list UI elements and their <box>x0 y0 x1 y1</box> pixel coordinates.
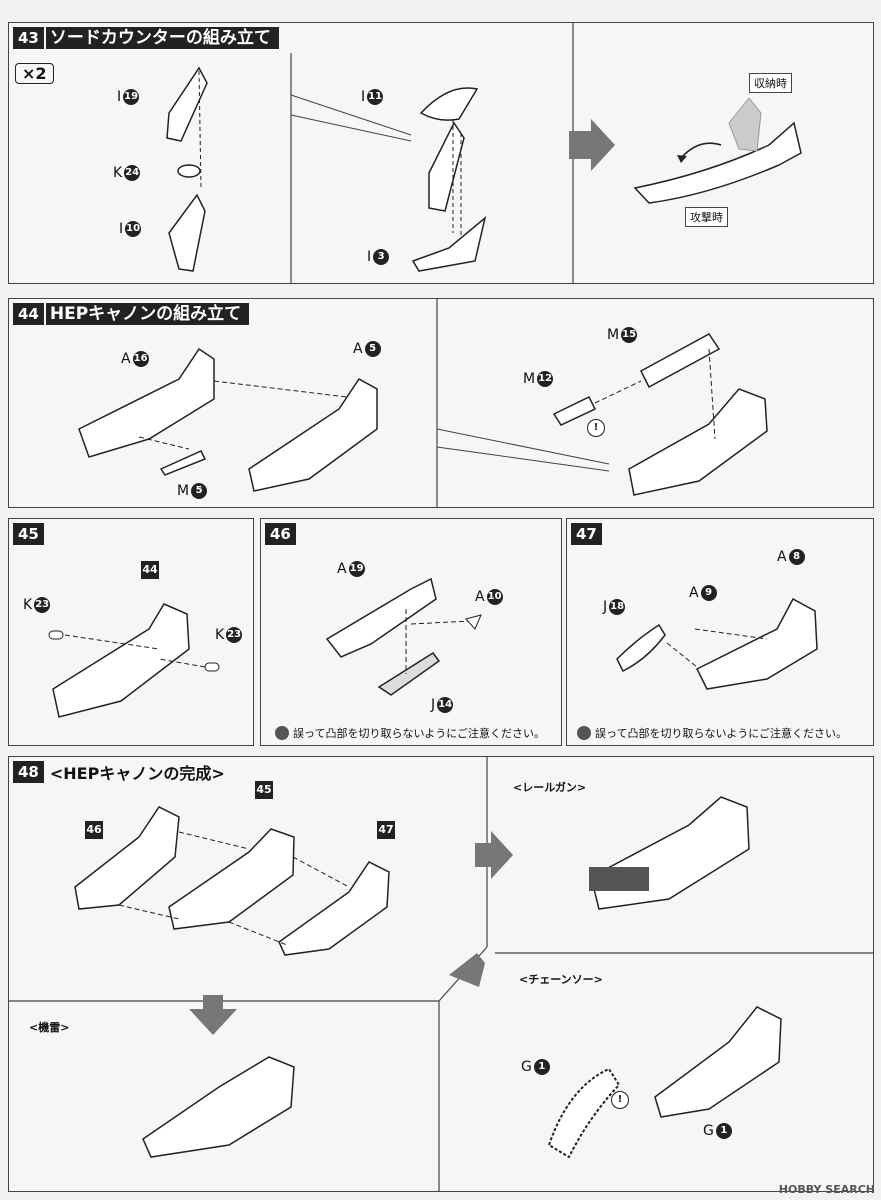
step-44-drawing <box>78 299 768 507</box>
step-number: 45 <box>13 523 44 545</box>
ref-step-label: 46 <box>85 821 103 839</box>
caution-icon <box>275 726 289 740</box>
step-44-header: 44 HEPキャノンの組み立て <box>13 303 250 325</box>
stowed-label: 収納時 <box>749 73 792 93</box>
step-title: ソードカウンターの組み立て <box>45 27 279 49</box>
step-number: 44 <box>13 303 44 325</box>
warning-mark: ! <box>587 419 605 437</box>
step-number: 43 <box>13 27 44 49</box>
ref-step-label: 44 <box>141 561 159 579</box>
ref-step-label: 47 <box>377 821 395 839</box>
step-48-panel: 48 <HEPキャノンの完成> 46 45 47 <レールガン> <チェーンソー… <box>8 756 874 1192</box>
step-number: 48 <box>13 761 44 783</box>
warning-mark: ! <box>611 1091 629 1109</box>
step-48-header: 48 <HEPキャノンの完成> <box>13 761 225 783</box>
step-47-drawing <box>616 597 818 690</box>
multiplier-badge: ×2 <box>15 63 54 84</box>
step-number: 47 <box>571 523 602 545</box>
step-46-drawing <box>325 577 482 696</box>
step-48-drawing <box>9 757 873 1191</box>
caution-note: 誤って凸部を切り取らないようにご注意ください。 <box>577 725 847 741</box>
step-45-drawing <box>48 603 220 718</box>
railgun-mode-label: <レールガン> <box>513 781 587 794</box>
step-45-header: 45 <box>13 523 44 545</box>
ref-step-label: 45 <box>255 781 273 799</box>
caution-icon <box>577 726 591 740</box>
step-number: 46 <box>265 523 296 545</box>
chainsaw-mode-label: <チェーンソー> <box>519 973 603 986</box>
watermark: HOBBY SEARCH <box>778 1183 875 1196</box>
caution-note: 誤って凸部を切り取らないようにご注意ください。 <box>275 725 545 741</box>
step-title: <HEPキャノンの完成> <box>49 764 225 783</box>
step-title: HEPキャノンの組み立て <box>45 303 250 325</box>
attack-label: 攻撃時 <box>685 207 728 227</box>
mine-mode-label: <機雷> <box>29 1021 70 1034</box>
step-43-dividers <box>166 23 802 283</box>
step-46-header: 46 <box>265 523 296 545</box>
step-47-header: 47 <box>571 523 602 545</box>
step-43-header: 43 ソードカウンターの組み立て <box>13 27 279 49</box>
